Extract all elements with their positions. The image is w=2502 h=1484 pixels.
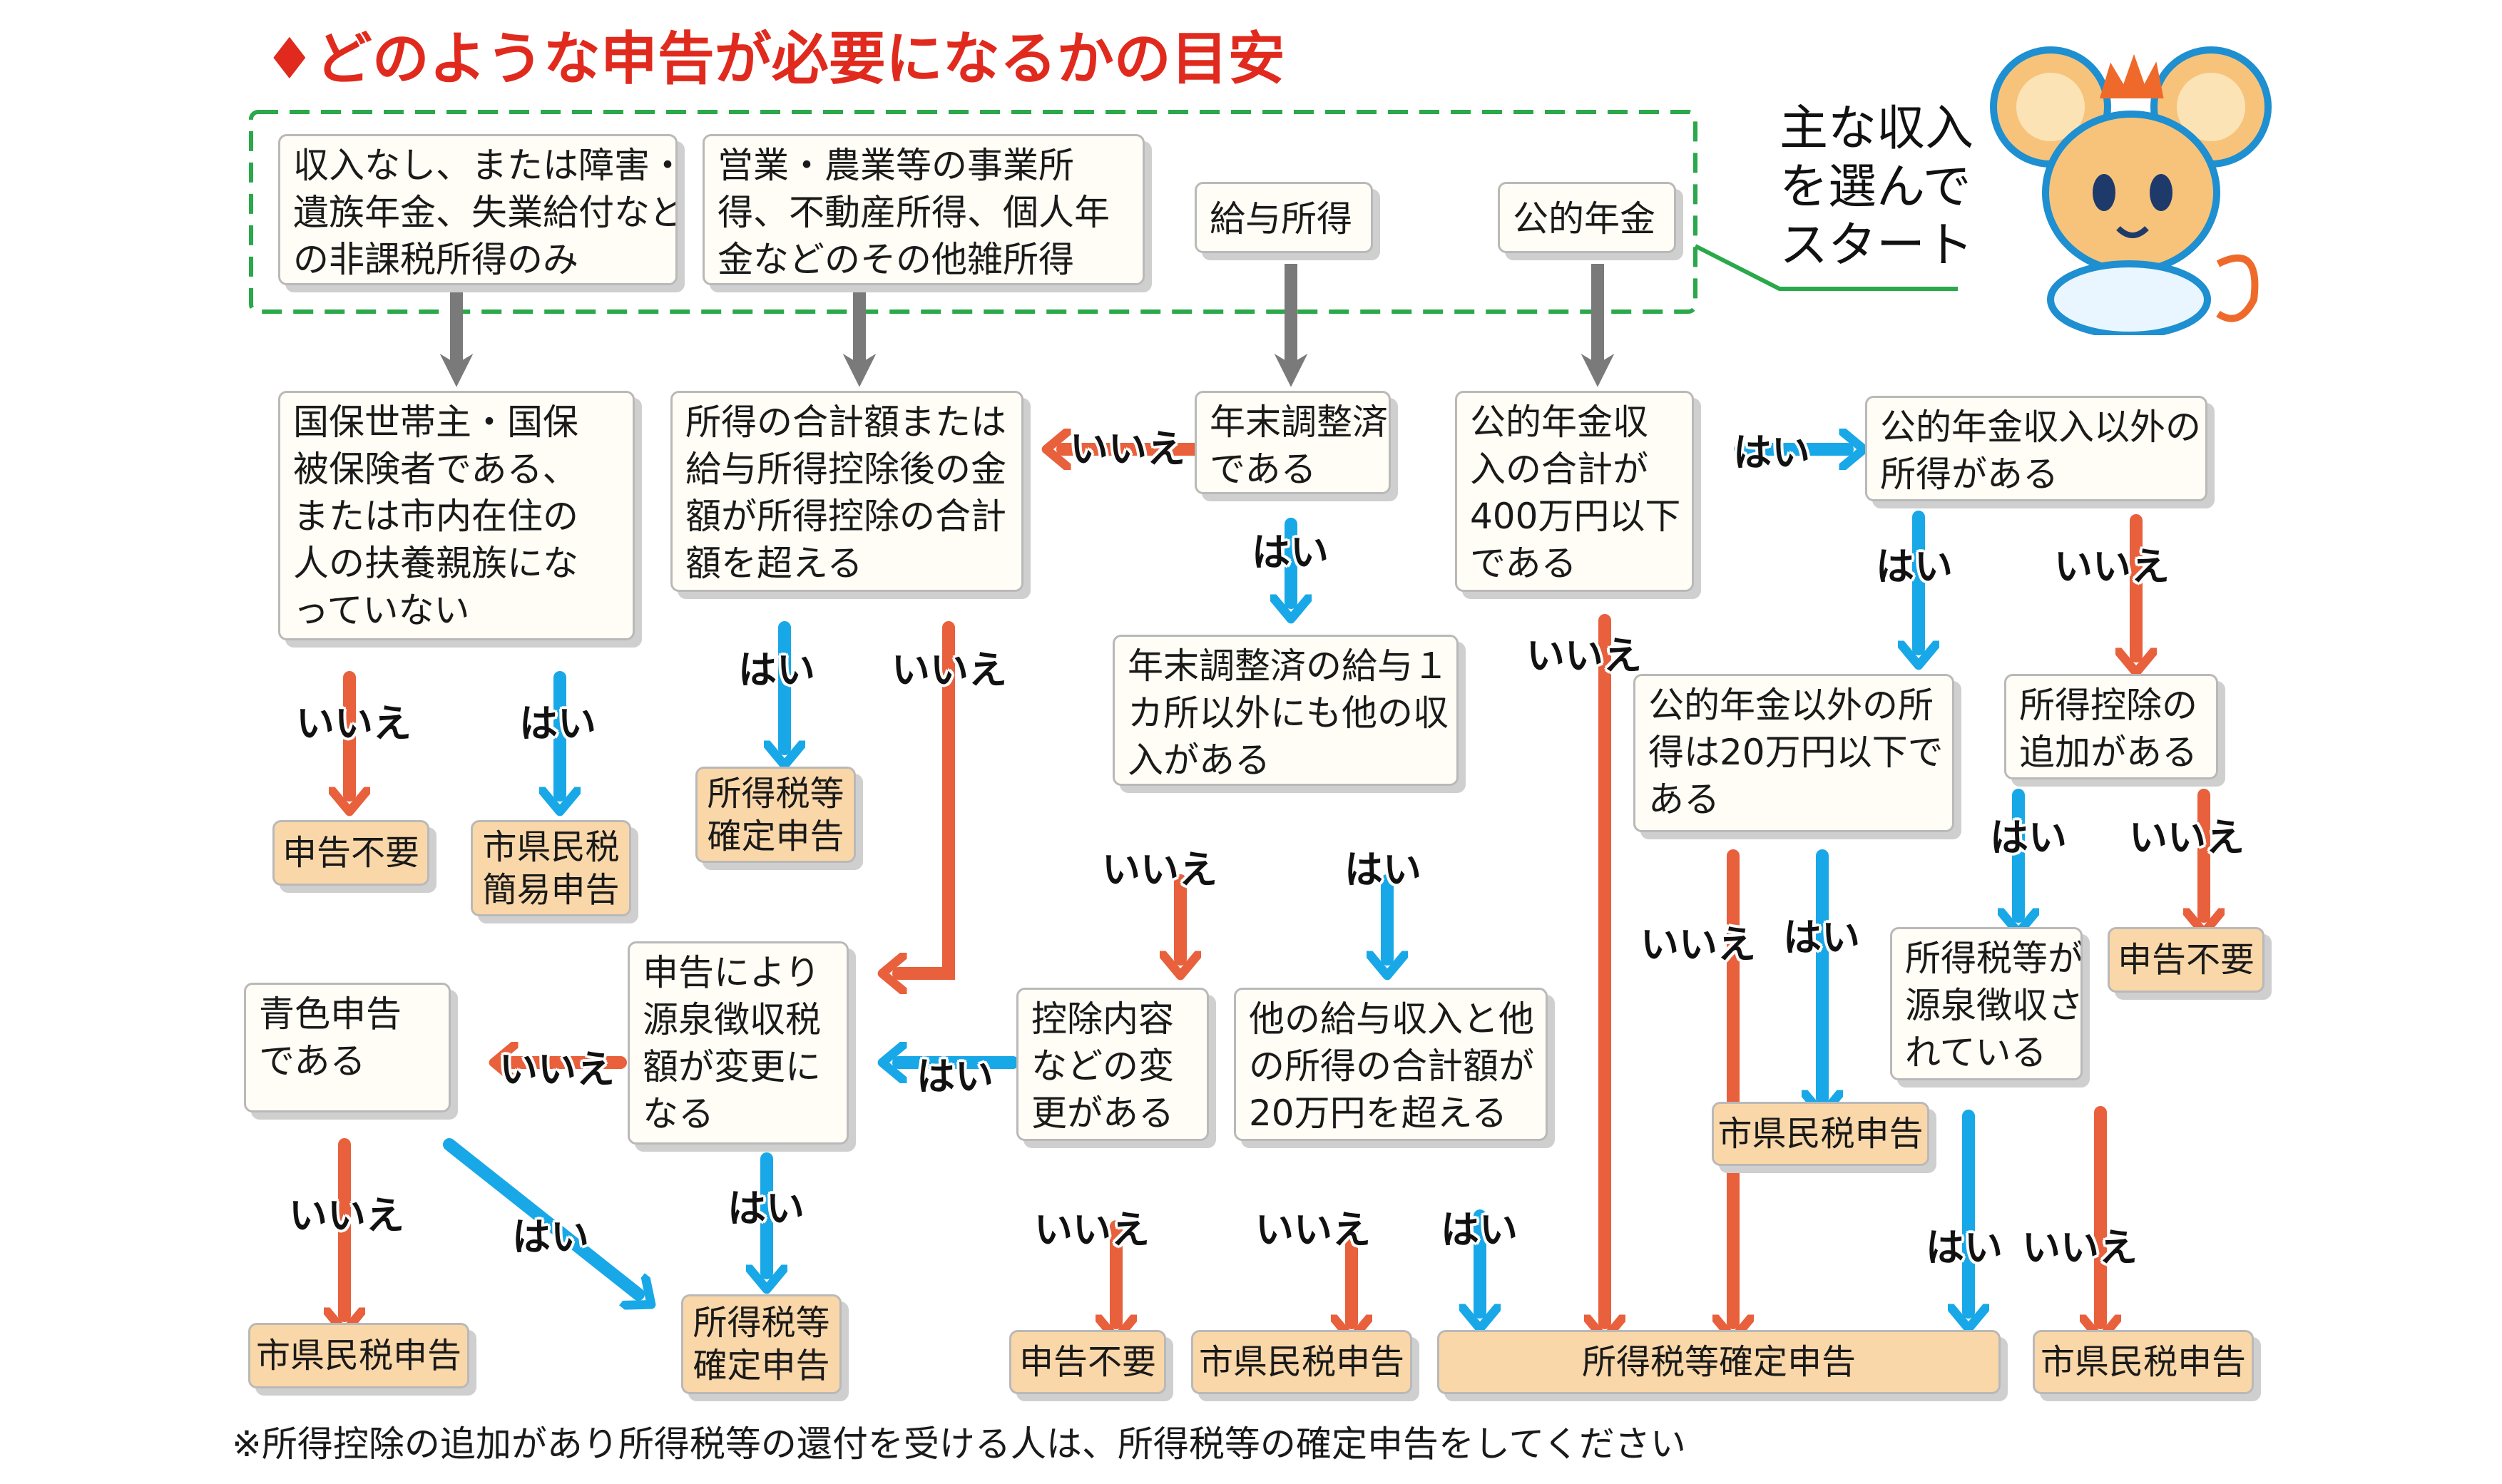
result-box-municipal-tax: 市県民税申告 [1191, 1330, 1412, 1394]
result-box-municipal-tax: 市県民税申告 [2033, 1330, 2254, 1394]
label-no: いいえ [289, 1193, 404, 1238]
question-box-total-income: 所得の合計額または 給与所得控除後の金 額が所得控除の合計 額を超える [670, 391, 1023, 592]
label-yes: はい [1926, 1225, 2003, 1270]
start-border [249, 110, 1697, 314]
label-no: いいえ [892, 648, 1007, 692]
label-no: いいえ [499, 1047, 615, 1092]
label-yes: はい [519, 701, 596, 746]
label-no: いいえ [1255, 1207, 1371, 1252]
question-box-blue-return: 青色申告 である [244, 983, 451, 1112]
income-box-salary: 給与所得 [1195, 182, 1373, 253]
label-no: いいえ [1070, 426, 1185, 471]
label-no: いいえ [1640, 922, 1756, 967]
result-box-municipal-tax: 市県民税申告 [248, 1323, 469, 1388]
label-yes: はい [916, 1054, 994, 1099]
label-yes: はい [1876, 544, 1953, 589]
label-no: いいえ [2129, 815, 2245, 860]
footnote: ※所得控除の追加があり所得税等の還付を受ける人は、所得税等の確定申告をしてくださ… [232, 1423, 1686, 1465]
result-box-income-tax: 所得税等 確定申告 [695, 767, 856, 863]
start-arrows [439, 264, 1615, 387]
question-box-other-20: 公的年金以外の所 得は20万円以下で ある [1633, 674, 1954, 832]
label-no: いいえ [2022, 1225, 2138, 1270]
income-box-nontax: 収入なし、または障害・ 遺族年金、失業給付など の非課税所得のみ [278, 134, 678, 285]
question-box-kokuho: 国保世帯主・国保 被保険者である、 または市内在住の 人の扶養親族にな っていな… [278, 391, 635, 640]
label-no: いいえ [1102, 847, 1217, 892]
label-yes: はい [727, 1186, 805, 1231]
question-box-other-salary-20: 他の給与収入と他 の所得の合計額が 20万円を超える [1234, 988, 1548, 1141]
yes-arrows [443, 449, 2018, 1312]
label-yes: はい [1783, 915, 1860, 960]
label-yes: はい [512, 1214, 589, 1259]
question-box-pension-400: 公的年金収 入の合計が 400万円以下 である [1455, 391, 1694, 592]
result-box-income-tax-wide: 所得税等確定申告 [1437, 1330, 2001, 1394]
label-yes: はい [1733, 430, 1810, 475]
label-yes: はい [738, 648, 815, 692]
no-arrows [344, 449, 2204, 1323]
question-box-withholding-change: 申告により 源泉徴収税 額が変更に なる [628, 941, 849, 1145]
label-no: いいえ [296, 701, 412, 746]
label-yes: はい [1441, 1207, 1518, 1252]
label-yes: はい [1990, 815, 2067, 860]
page-title: ♦どのような申告が必要になるかの目安 [264, 26, 1285, 92]
arrow-no-3 [899, 621, 955, 973]
label-no: いいえ [1034, 1207, 1150, 1252]
result-box-no-filing: 申告不要 [2108, 927, 2264, 993]
question-box-deduction-change: 控除内容 などの変 更がある [1016, 988, 1209, 1141]
label-no: いいえ [1526, 633, 1642, 678]
mouse-mascot-icon [1990, 46, 2272, 335]
result-box-simple-tax: 市県民税 簡易申告 [471, 820, 631, 916]
income-box-pension: 公的年金 [1498, 182, 1676, 253]
result-box-municipal-tax: 市県民税申告 [1712, 1102, 1929, 1166]
label-yes: はい [1344, 847, 1421, 892]
start-label: 主な収入 を選んで スタート [1780, 101, 1974, 274]
question-box-other-income: 公的年金収入以外の 所得がある [1865, 396, 2207, 501]
label-yes: はい [1252, 530, 1329, 575]
result-box-no-filing: 申告不要 [272, 820, 429, 886]
question-box-deduction-add: 所得控除の 追加がある [2004, 674, 2218, 779]
question-box-withheld: 所得税等が 源泉徴収さ れている [1890, 927, 2083, 1080]
result-box-income-tax: 所得税等 確定申告 [681, 1294, 842, 1394]
income-box-business: 営業・農業等の事業所 得、不動産所得、個人年 金などのその他雑所得 [703, 134, 1145, 285]
question-box-salary-other: 年末調整済の給与１ カ所以外にも他の収 入がある [1113, 635, 1459, 786]
label-no: いいえ [2054, 544, 2170, 589]
arrow-yes-10 [443, 1138, 638, 1294]
result-box-no-filing: 申告不要 [1009, 1330, 1166, 1394]
question-box-nenmatsu: 年末調整済 である [1195, 391, 1391, 494]
start-pointer-line [1694, 244, 1958, 291]
